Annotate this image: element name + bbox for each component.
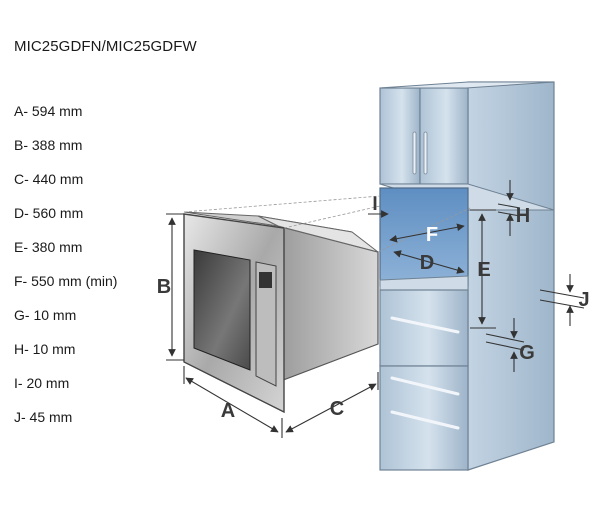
oven-display (259, 272, 272, 288)
label-f: F (426, 224, 438, 246)
spec-i: I- 20 mm (14, 375, 70, 391)
model-title: MIC25GDFN/MIC25GDFW (14, 38, 197, 55)
label-j: J (578, 289, 589, 311)
spec-a: A- 594 mm (14, 103, 83, 119)
drawer-upper (379, 289, 469, 367)
drawer-lower (379, 365, 469, 471)
label-e: E (477, 259, 490, 281)
spec-c: C- 440 mm (14, 171, 84, 187)
spec-b: B- 388 mm (14, 137, 83, 153)
drawer-lower-handle (390, 376, 460, 396)
label-d: D (420, 252, 434, 274)
dim-c-line (285, 383, 377, 433)
spec-g: G- 10 mm (14, 307, 77, 323)
dimension-list: A- 594 mm B- 388 mm C- 440 mm D- 560 mm … (14, 103, 117, 443)
spec-j: J- 45 mm (14, 409, 73, 425)
spec-e: E- 380 mm (14, 239, 83, 255)
label-a: A (221, 400, 235, 422)
built-in-oven (183, 211, 379, 414)
drawer-lower-handle-2 (390, 410, 460, 430)
dim-f-line (389, 223, 465, 243)
drawer-upper-handle (390, 316, 460, 334)
dim-d-line (393, 250, 465, 274)
oven-body (277, 225, 379, 383)
label-b: B (157, 276, 171, 298)
oven-glass-window (193, 249, 251, 371)
wall-cabinet-door-right (419, 87, 469, 185)
label-c: C (330, 398, 344, 420)
spec-h: H- 10 mm (14, 341, 76, 357)
dimension-labels: B A C F D E H G J I (157, 194, 590, 422)
label-h: H (516, 205, 530, 227)
dim-a-line (185, 377, 279, 433)
door-handle-left (412, 131, 417, 175)
cabinet (379, 81, 555, 471)
dimension-lines (166, 180, 585, 438)
label-g: G (519, 342, 535, 364)
cabinet-top (379, 81, 555, 89)
label-i: I (372, 194, 377, 215)
spec-f: F- 550 mm (min) (14, 273, 118, 289)
spec-d: D- 560 mm (14, 205, 84, 221)
door-handle-right (423, 131, 428, 175)
